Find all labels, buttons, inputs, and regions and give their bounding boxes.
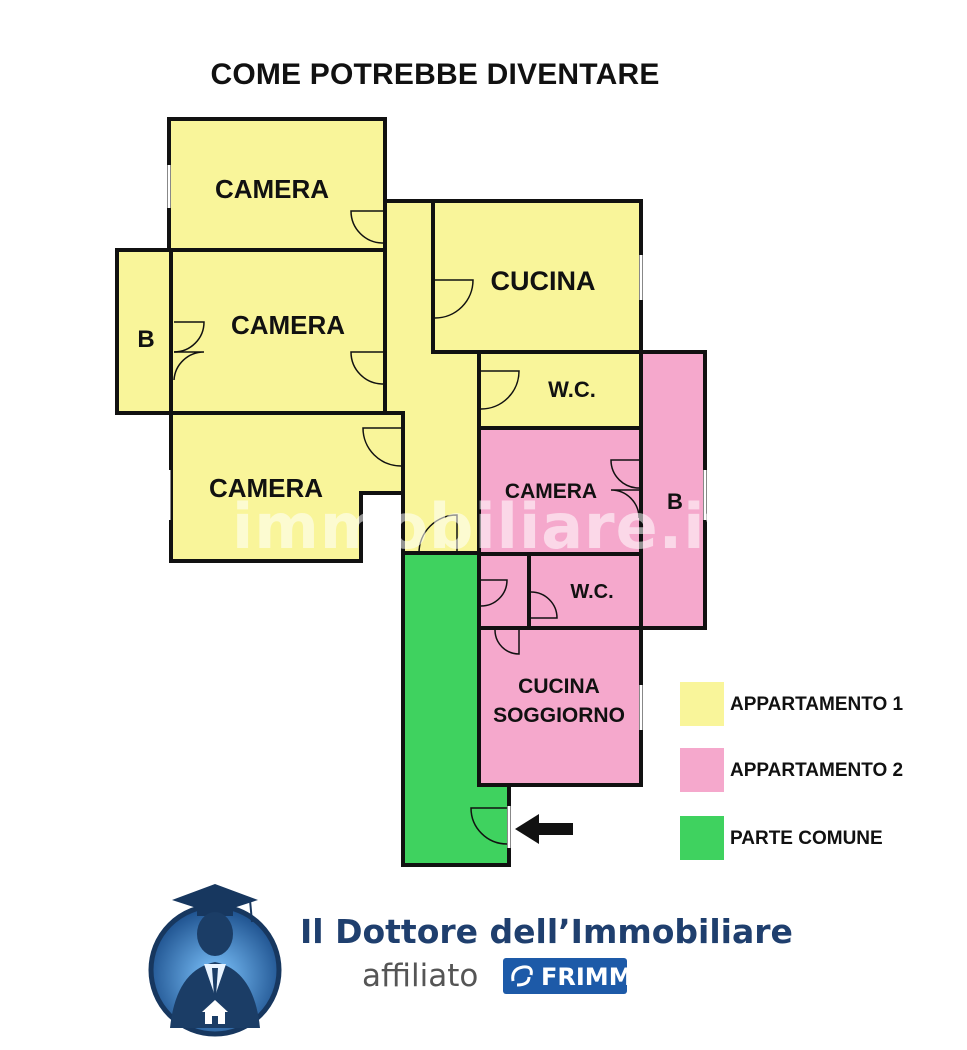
label-bagno-2: B: [667, 489, 683, 514]
brand-name: Il Dottore dell’Immobiliare: [300, 912, 793, 951]
label-wc-1: W.C.: [548, 377, 596, 402]
legend-swatch-green: [680, 816, 724, 860]
frimm-text: FRIMM: [541, 963, 633, 991]
doors: [173, 210, 640, 845]
room-camera-mid: [169, 248, 387, 415]
legend-swatch-pink: [680, 748, 724, 792]
label-camera-2: CAMERA: [505, 480, 597, 503]
label-bagno-left: B: [137, 326, 154, 353]
legend-label: PARTE COMUNE: [730, 828, 883, 849]
label-cucina-1: CUCINA: [491, 266, 596, 296]
arrow-left-icon: [515, 814, 573, 844]
common-area: [401, 551, 511, 867]
room-camera-bottom: [169, 411, 405, 563]
label-cucina-soggiorno-2: SOGGIORNO: [493, 704, 625, 727]
legend-item-apartment-2: APPARTAMENTO 2: [680, 748, 967, 794]
legend-item-apartment-1: APPARTAMENTO 1: [680, 682, 967, 728]
legend-label: APPARTAMENTO 2: [730, 760, 904, 781]
label-camera-bottom: CAMERA: [209, 473, 323, 503]
room-bagno-left: [115, 248, 173, 415]
room-camera-2: [477, 426, 643, 556]
frimm-swirl-icon: [511, 965, 533, 987]
legend-item-common: PARTE COMUNE: [680, 816, 967, 862]
legend-label: APPARTAMENTO 1: [730, 694, 904, 715]
label-camera-mid: CAMERA: [231, 310, 345, 340]
plan-title: COME POTREBBE DIVENTARE: [210, 58, 660, 91]
label-cucina-soggiorno-1: CUCINA: [518, 675, 600, 698]
room-bagno-2: [639, 350, 707, 630]
room-camera-top: [167, 117, 387, 252]
label-wc-2: W.C.: [570, 581, 613, 603]
label-camera-top: CAMERA: [215, 174, 329, 204]
frimm-logo: FRIMM: [503, 958, 633, 994]
doctor-graduate-logo-icon: [148, 884, 282, 1037]
brand-affiliato: affiliato: [362, 958, 479, 994]
windows: [167, 165, 707, 848]
legend-swatch-yellow: [680, 682, 724, 726]
apartment-1-area: [115, 117, 643, 563]
